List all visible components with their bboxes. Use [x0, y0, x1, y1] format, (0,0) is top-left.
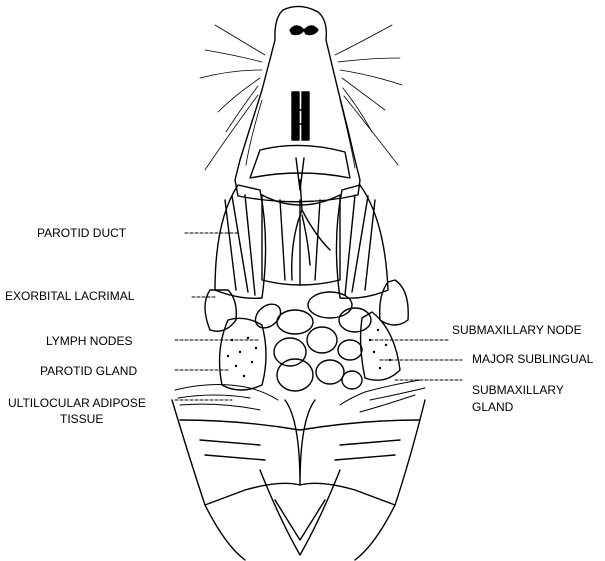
lymph-node-cluster — [251, 292, 371, 391]
label-submaxillary-gland-line2: GLAND — [472, 400, 513, 415]
label-parotid-gland: PAROTID GLAND — [40, 364, 137, 379]
label-parotid-duct: PAROTID DUCT — [37, 226, 126, 241]
nerves-and-vessels — [175, 380, 425, 412]
parotid-glands — [220, 312, 400, 390]
label-lymph-nodes: LYMPH NODES — [46, 334, 132, 349]
label-multilocular-adipose-line1: ULTILOCULAR ADIPOSE — [8, 396, 146, 411]
label-submaxillary-gland-line1: SUBMAXILLARY — [472, 383, 564, 398]
pectoral-muscles — [172, 400, 425, 560]
masseter-muscles — [215, 180, 388, 298]
label-submaxillary-node: SUBMAXILLARY NODE — [452, 323, 582, 338]
label-major-sublingual: MAJOR SUBLINGUAL — [472, 352, 593, 367]
label-multilocular-adipose-line2: TISSUE — [60, 412, 103, 427]
label-exorbital-lacrimal: EXORBITAL LACRIMAL — [5, 289, 134, 304]
